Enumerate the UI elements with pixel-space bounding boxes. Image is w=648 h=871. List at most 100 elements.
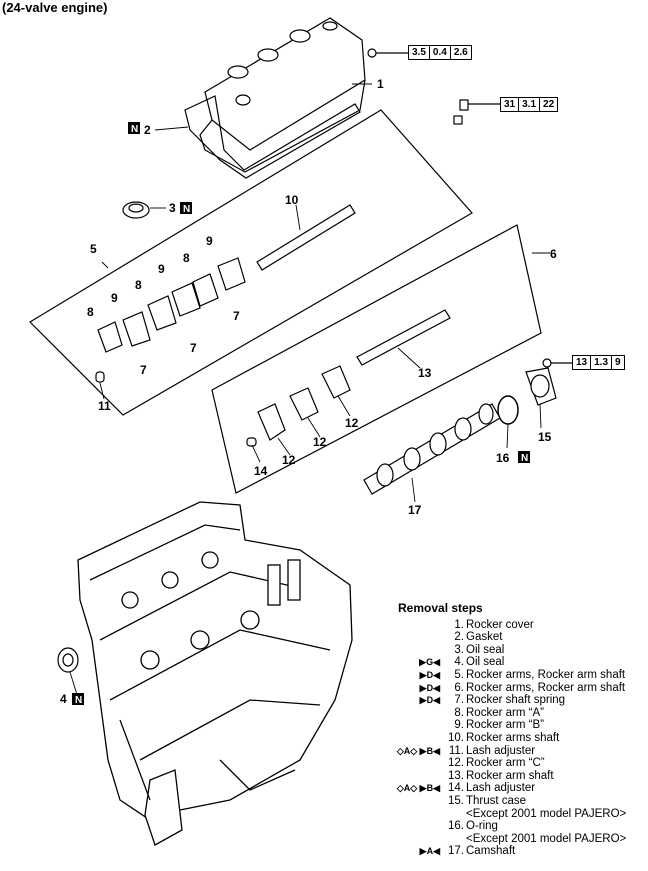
step-text: Lash adjuster: [466, 782, 536, 795]
removal-step: 13.Rocker arm shaft: [398, 770, 648, 783]
step-service-mark: ▶A◀: [419, 846, 440, 857]
callout-13: 13: [418, 366, 432, 380]
step-number: 1.: [454, 618, 464, 631]
step-number: 3.: [454, 643, 464, 656]
removal-steps-title: Removal steps: [398, 601, 483, 615]
step-number: 10.: [448, 731, 464, 744]
callout-9b: 9: [158, 262, 165, 276]
torque-value: 31: [501, 98, 520, 111]
removal-step: 8.Rocker arm “A”: [398, 707, 648, 720]
torque-value: 3.5: [409, 46, 430, 59]
removal-step: 9.Rocker arm “B”: [398, 719, 648, 732]
callout-15: 15: [538, 430, 552, 444]
step-number: 8.: [454, 706, 464, 719]
callout-2: 2: [144, 123, 151, 137]
cover-bolt: [367, 48, 408, 58]
removal-step: ▶G◀4.Oil seal: [398, 656, 648, 669]
step-service-mark: ◇A◇ ▶B◀: [396, 783, 440, 794]
step-text: Rocker arm shaft: [466, 769, 554, 782]
step-service-mark: ▶D◀: [419, 682, 440, 693]
callout-7c: 7: [140, 363, 147, 377]
step-service-mark: ◇A◇ ▶B◀: [396, 745, 440, 756]
step-text: Thrust case: [466, 794, 527, 807]
torque-spec-shaft-bolt: 31 3.1 22: [500, 97, 559, 112]
step-service-mark: ▶D◀: [419, 669, 440, 680]
torque-value: 1.3: [591, 356, 613, 369]
step-text: Oil seal: [466, 643, 505, 656]
step-text: Rocker arm “B”: [466, 719, 544, 732]
torque-value: 13: [573, 356, 592, 369]
thrust-case-part: [525, 367, 557, 406]
torque-value: 3.1: [519, 98, 541, 111]
removal-step: ▶A◀ 17.Camshaft: [398, 845, 648, 858]
step-number: 7.: [454, 694, 464, 707]
step-text: Oil seal: [466, 656, 505, 669]
step-number: 17.: [448, 845, 464, 858]
callout-12c: 12: [345, 416, 359, 430]
engine-block-part: [77, 501, 353, 846]
rocker-cover-part: [199, 17, 366, 173]
callout-17: 17: [408, 503, 422, 517]
step-text: O-ring: [466, 820, 498, 833]
step-number: 14.: [448, 782, 464, 795]
diagram-title: (24-valve engine): [2, 0, 108, 15]
new-part-markers: N N N N: [72, 122, 530, 706]
torque-value: 2.6: [453, 47, 468, 58]
callout-8b: 8: [135, 278, 142, 292]
oil-seal-4-part: [57, 647, 79, 673]
step-number: 6.: [454, 681, 464, 694]
removal-step: ▶D◀7.Rocker shaft spring: [398, 694, 648, 707]
step-text: Rocker cover: [466, 618, 534, 631]
step-number: 4.: [454, 656, 464, 669]
o-ring-part: [497, 395, 519, 425]
removal-step: ◇A◇ ▶B◀11.Lash adjuster: [397, 744, 648, 758]
callout-9a: 9: [111, 291, 118, 305]
callout-16: 16: [496, 451, 510, 465]
step-subtext: <Except 2001 model PAJERO>: [466, 832, 627, 845]
group-box-6: [211, 224, 542, 494]
removal-step: 15.Thrust case<Except 2001 model PAJERO>: [398, 795, 648, 820]
step-number: 2.: [454, 631, 464, 644]
step-text: Lash adjuster: [466, 744, 536, 757]
step-text: Camshaft: [466, 845, 516, 858]
callout-8c: 8: [183, 251, 190, 265]
callout-10: 10: [285, 193, 299, 207]
step-text: Rocker arms, Rocker arm shaft: [466, 668, 626, 681]
torque-value: 0.4: [430, 46, 451, 59]
gasket-part: [184, 95, 361, 179]
callout-3: 3: [169, 201, 176, 215]
new-marker-4: N: [75, 695, 82, 706]
callout-14: 14: [254, 464, 268, 478]
callout-6: 6: [550, 247, 557, 261]
removal-step: 2.Gasket: [398, 631, 648, 644]
group-box-5: [29, 109, 473, 416]
torque-spec-thrust-bolt: 13 1.3 9: [572, 355, 625, 370]
step-number: 5.: [454, 668, 464, 681]
rocker-arms-c-group: [257, 365, 351, 441]
step-subtext: <Except 2001 model PAJERO>: [466, 807, 627, 820]
new-marker-2: N: [131, 124, 138, 135]
step-text: Rocker arms shaft: [466, 731, 560, 744]
step-text: Rocker shaft spring: [466, 694, 566, 707]
step-number: 9.: [454, 719, 464, 732]
callout-12b: 12: [313, 435, 327, 449]
callout-1: 1: [377, 77, 384, 91]
lash-adjuster-11-part: [95, 371, 105, 383]
callout-9c: 9: [206, 234, 213, 248]
removal-step: ▶D◀ 5.Rocker arms, Rocker arm shaft: [398, 669, 648, 682]
removal-step: ▶D◀ 6.Rocker arms, Rocker arm shaft: [398, 682, 648, 695]
step-text: Rocker arms, Rocker arm shaft: [466, 681, 626, 694]
new-marker-16: N: [521, 453, 528, 464]
removal-step: ◇A◇ ▶B◀ 14.Lash adjuster: [397, 782, 648, 795]
shaft-bolt: [453, 99, 500, 125]
removal-step: 12.Rocker arm “C”: [398, 757, 648, 770]
removal-step: 10.Rocker arms shaft: [398, 732, 648, 745]
callout-4: 4: [60, 692, 67, 706]
rocker-shaft-10-part: [256, 204, 356, 271]
removal-step: 1.Rocker cover: [398, 619, 648, 632]
removal-step: 3.Oil seal: [398, 644, 648, 657]
callout-8a: 8: [87, 305, 94, 319]
rocker-shaft-13-part: [356, 309, 451, 366]
